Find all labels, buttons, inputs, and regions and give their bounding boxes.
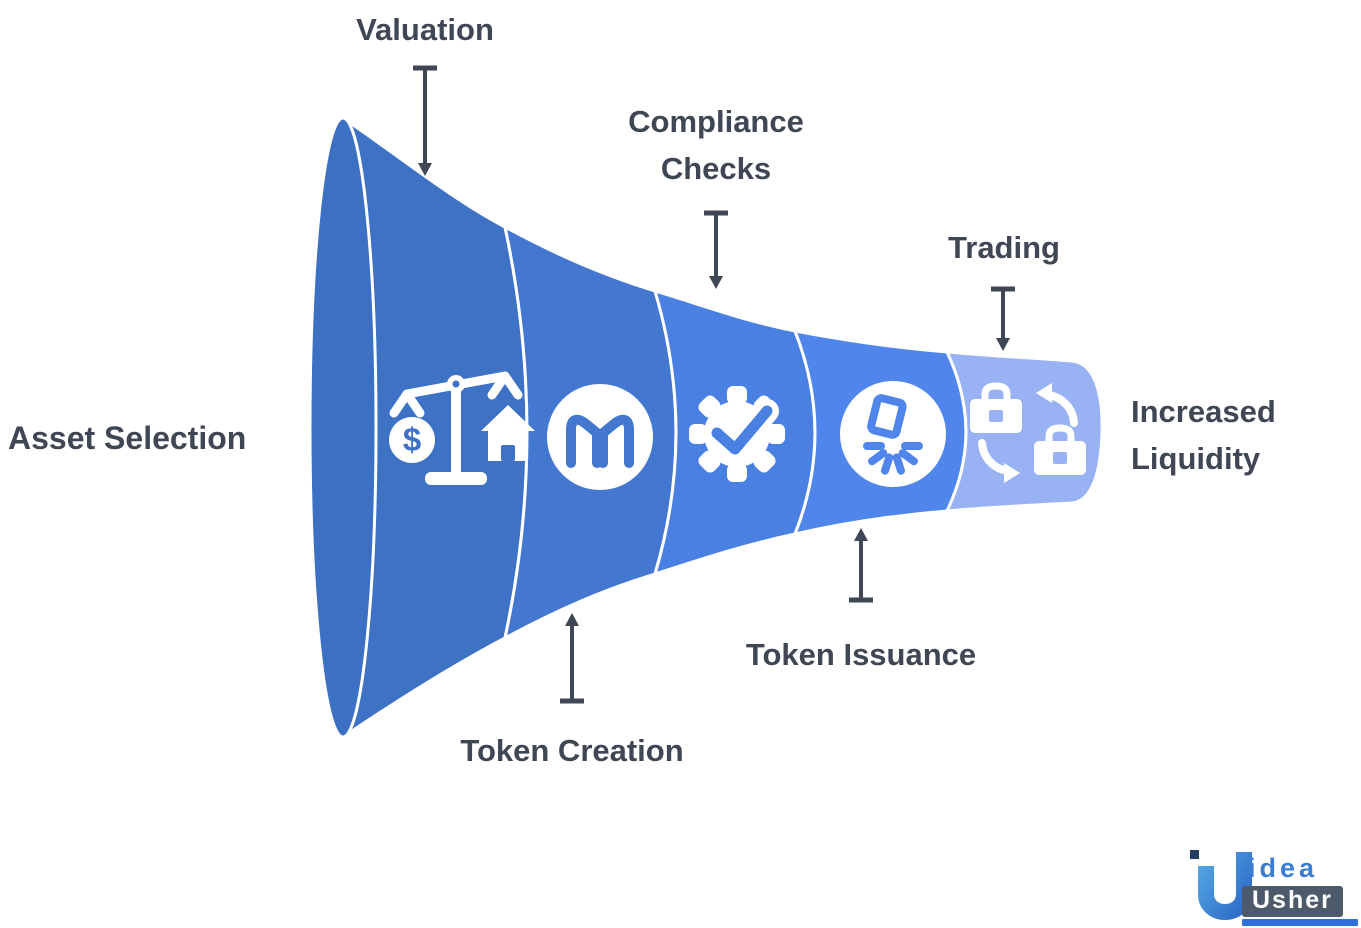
logo-usher-text: Usher <box>1242 885 1343 917</box>
token-issuance-connector <box>849 528 873 603</box>
idea-usher-logo: idea Usher <box>1186 846 1361 928</box>
maker-logo-icon <box>547 384 653 490</box>
trading-label: Trading <box>948 230 1060 265</box>
compliance-checks-connector <box>704 210 728 289</box>
briefcase-exchange-icon <box>970 382 1086 483</box>
logo-dot <box>1190 850 1199 859</box>
token-creation-connector <box>560 613 584 704</box>
funnel-segment-trading <box>945 350 1104 513</box>
logo-tagline-bar <box>1242 918 1358 926</box>
trading-connector <box>991 286 1015 351</box>
valuation-label: Valuation <box>356 12 494 47</box>
compliance-checks-line2: Checks <box>660 151 772 187</box>
token-mint-icon <box>840 381 946 487</box>
logo-idea-text: idea <box>1248 853 1319 883</box>
asset-selection-label: Asset Selection <box>8 420 247 456</box>
gear-checkmark-icon <box>689 386 785 482</box>
funnel-mouth-ellipse <box>308 116 378 739</box>
increased-liquidity-line1: Increased <box>1131 394 1276 429</box>
increased-liquidity-line2: Liquidity <box>1131 441 1261 477</box>
token-creation-label: Token Creation <box>460 733 684 768</box>
svg-text:$: $ <box>403 421 421 458</box>
token-issuance-label: Token Issuance <box>745 637 977 672</box>
increased-liquidity-label: Increased Liquidity <box>1131 388 1276 482</box>
valuation-connector <box>413 65 437 176</box>
compliance-checks-line1: Compliance <box>628 104 804 139</box>
compliance-checks-label: Compliance Checks <box>628 98 804 192</box>
balance-scale-dollar-house-icon: $ <box>389 371 535 485</box>
